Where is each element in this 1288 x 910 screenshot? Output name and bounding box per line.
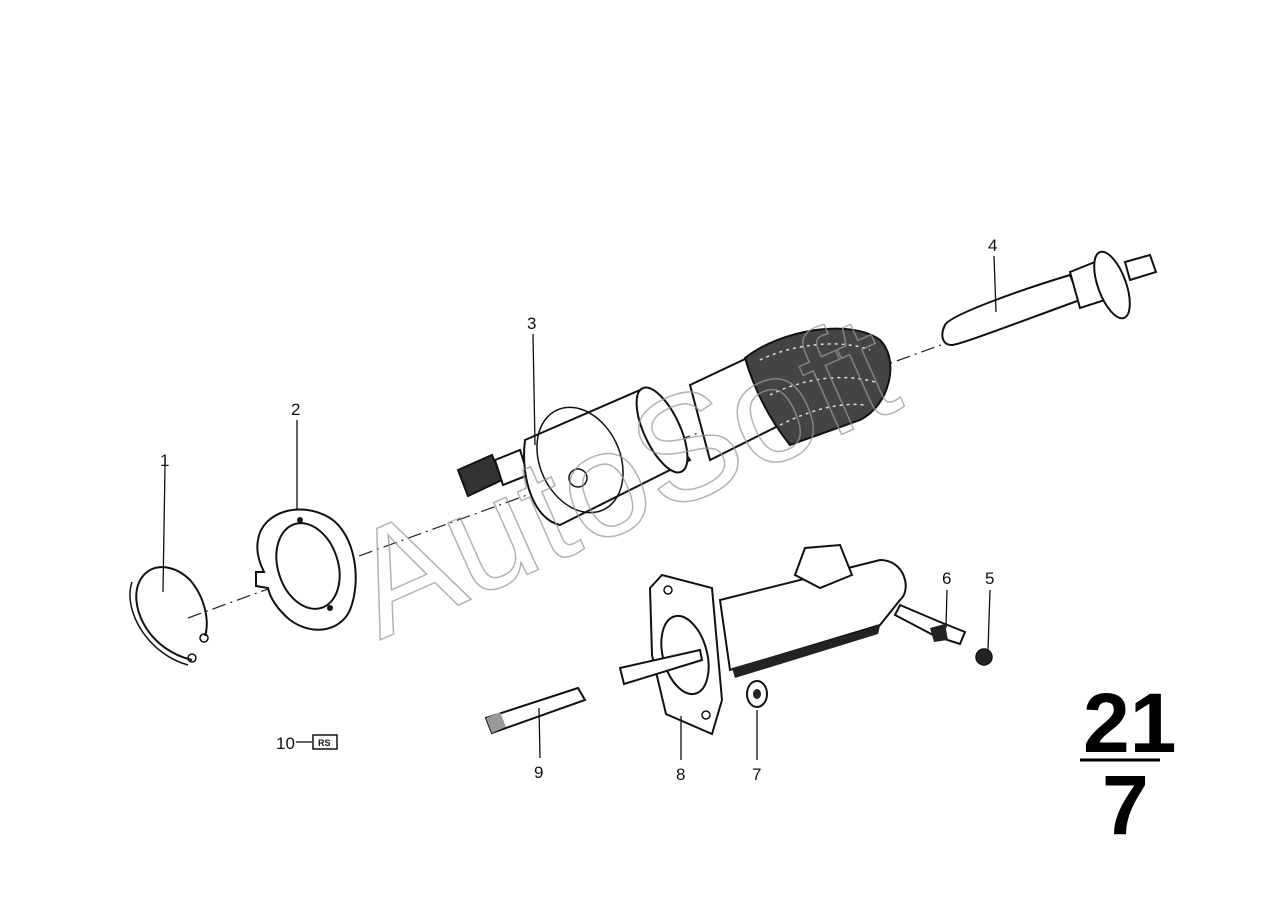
part-flange-plate[interactable] (255, 508, 357, 631)
part-stud[interactable] (484, 686, 587, 735)
callout-4: 4 (988, 236, 997, 255)
callout-8: 8 (676, 765, 685, 784)
part-circlip[interactable] (129, 566, 209, 666)
part-master-cylinder[interactable] (618, 543, 907, 736)
part-push-rod[interactable] (941, 247, 1158, 347)
callout-1: 1 (160, 451, 169, 470)
part-slave-cylinder[interactable] (456, 327, 892, 527)
group-number-numerator: 21 (1083, 676, 1176, 770)
part-dust-cap[interactable] (975, 648, 993, 666)
part-bleed-screw[interactable] (893, 603, 967, 646)
callout-10: 10 (276, 734, 295, 753)
group-number-denominator: 7 (1102, 758, 1149, 852)
repair-kit-badge: RS (312, 734, 338, 750)
part-nut[interactable] (746, 680, 768, 708)
callout-9: 9 (534, 763, 543, 782)
callout-6: 6 (942, 569, 951, 588)
repair-kit-badge-label: RS (318, 738, 331, 748)
callout-5: 5 (985, 569, 994, 588)
callout-3: 3 (527, 314, 536, 333)
callout-7: 7 (752, 765, 761, 784)
callout-2: 2 (291, 400, 300, 419)
